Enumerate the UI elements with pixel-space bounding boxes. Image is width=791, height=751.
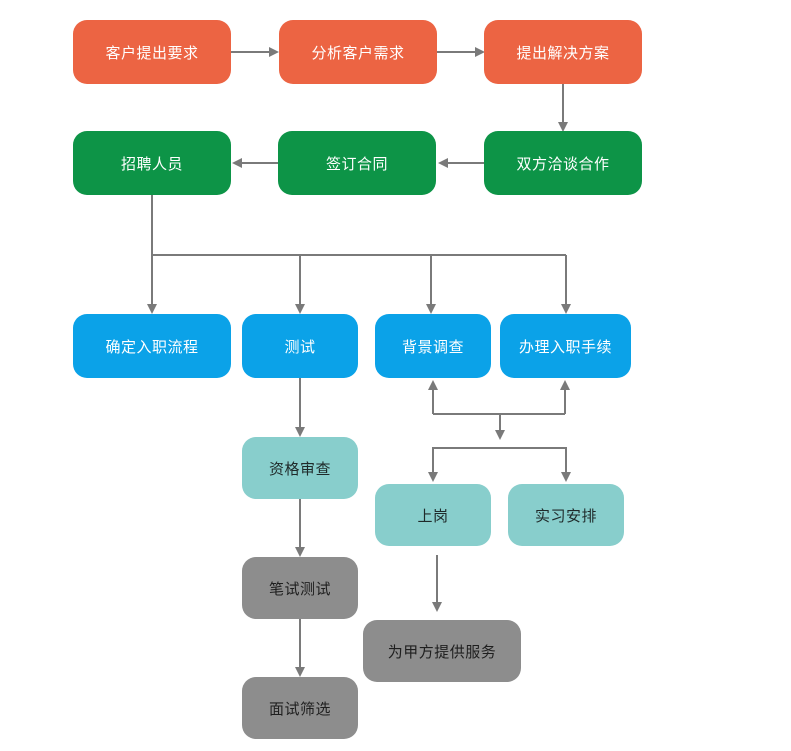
line-recruit-trunk bbox=[151, 195, 566, 256]
node-recruit: 招聘人员 bbox=[73, 131, 231, 195]
node-test: 测试 bbox=[242, 314, 358, 378]
node-client-request: 客户提出要求 bbox=[73, 20, 231, 84]
node-negotiate: 双方洽谈合作 bbox=[484, 131, 642, 195]
node-written-test: 笔试测试 bbox=[242, 557, 358, 619]
node-post: 上岗 bbox=[375, 484, 491, 546]
line-split-bar bbox=[432, 447, 567, 474]
node-qualification: 资格审查 bbox=[242, 437, 358, 499]
node-interview: 面试筛选 bbox=[242, 677, 358, 739]
node-background-check: 背景调查 bbox=[375, 314, 491, 378]
node-onboard-flow: 确定入职流程 bbox=[73, 314, 231, 378]
node-onboard-procedures: 办理入职手续 bbox=[500, 314, 631, 378]
node-internship: 实习安排 bbox=[508, 484, 624, 546]
node-propose-solution: 提出解决方案 bbox=[484, 20, 642, 84]
node-sign-contract: 签订合同 bbox=[278, 131, 436, 195]
node-analyze-needs: 分析客户需求 bbox=[279, 20, 437, 84]
node-serve-client: 为甲方提供服务 bbox=[363, 620, 521, 682]
